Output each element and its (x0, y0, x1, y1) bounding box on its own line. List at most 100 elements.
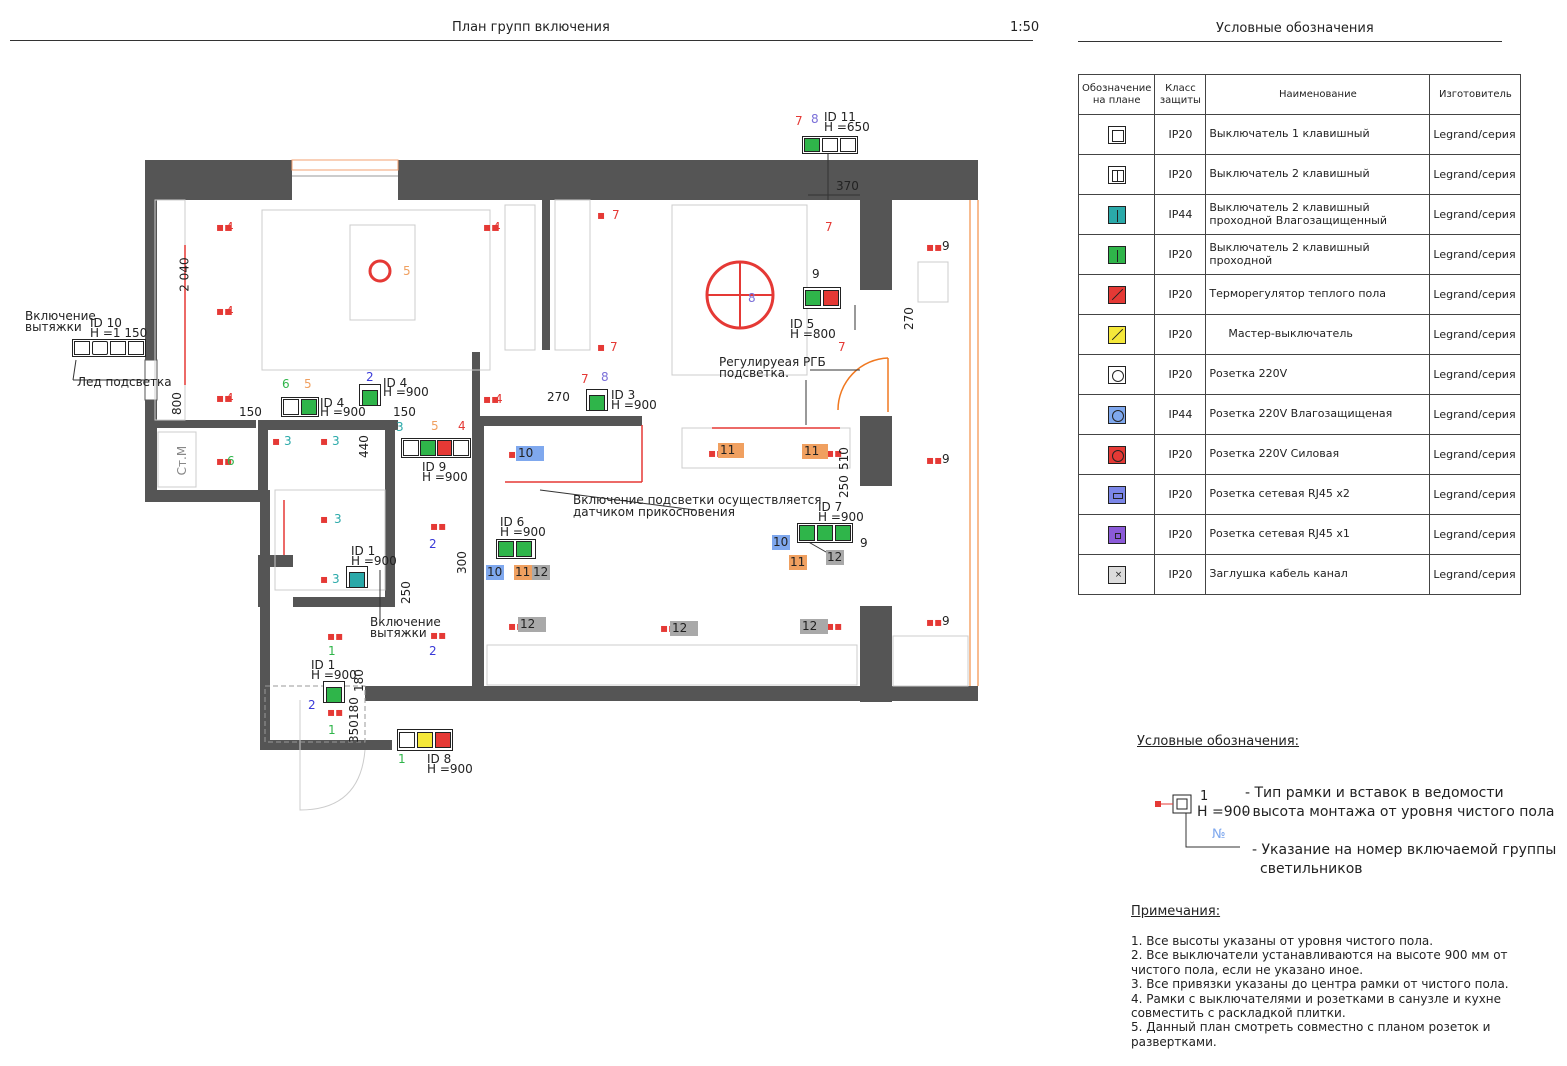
group-label: 7 (612, 208, 620, 222)
switch-1-icon (399, 732, 415, 748)
group-label: 1 (398, 752, 406, 766)
switch-frame-id1b[interactable] (323, 681, 345, 703)
dimension: 370 (836, 179, 859, 193)
thermostat-icon (436, 440, 453, 456)
luminaire-icon: ▪ (320, 572, 329, 586)
luminaire-icon: ▪▪ (216, 391, 233, 405)
luminaire-icon: ▪▪ (216, 220, 233, 234)
switch-frame-id3[interactable] (586, 389, 608, 411)
vent-label: Включение (370, 615, 441, 629)
note-line: 1. Все высоты указаны от уровня чистого … (1131, 934, 1434, 948)
switch-pass-icon (804, 138, 820, 152)
legend-name: Розетка сетевая RJ45 x2 (1205, 474, 1431, 515)
plan-title-rule (10, 40, 1033, 41)
switch-frame-id9[interactable] (401, 438, 471, 458)
key-dot (1155, 801, 1161, 807)
group-tag-11: 11 (802, 444, 828, 460)
switch-id: ID 11 (824, 110, 856, 124)
switch-id: ID 9 (422, 460, 447, 474)
switch-frame-id1a[interactable] (346, 566, 368, 588)
key-line: - Указание на номер включаемой группы (1252, 842, 1557, 858)
group-label: 3 (284, 434, 292, 448)
socket-icon (840, 138, 856, 152)
window-right (969, 200, 979, 686)
switch-height: H =1 150 (90, 326, 148, 340)
dimension: 150 (393, 405, 416, 419)
group-label: 3 (332, 572, 340, 586)
switch-frame-id4a[interactable] (281, 397, 319, 417)
legend-maker: Legrand/серия (1429, 114, 1522, 155)
dimension: 180 (351, 669, 366, 693)
switch-id: ID 7 (818, 500, 843, 514)
legend-ip: IP20 (1154, 514, 1207, 555)
switch-frame-id11[interactable] (802, 136, 858, 154)
group-label: 2 (366, 370, 374, 384)
legend-name: Выключатель 1 клавишный (1205, 114, 1431, 155)
cable-plug-icon: × (1107, 565, 1126, 584)
legend-row: IP20 Мастер-выключатель Legrand/серия (1077, 314, 1522, 355)
group-tag-12: 12 (532, 565, 550, 581)
thermostat-icon (435, 732, 451, 748)
switch-height: H =650 (824, 120, 870, 134)
room-label: Ст.М (175, 445, 190, 476)
note-line: 3. Все привязки указаны до центра рамки … (1131, 977, 1509, 992)
legend-row: IP20 Розетка сетевая RJ45 x2 Legrand/сер… (1077, 474, 1522, 515)
group-label: 7 (838, 340, 846, 354)
group-tag-10: 10 (772, 535, 790, 551)
group-label: 7 (581, 372, 589, 386)
note-line: развертками. (1131, 1034, 1217, 1049)
switch-frame-id8[interactable] (397, 729, 453, 751)
dimension: 510 (836, 447, 851, 471)
switch-1-icon (283, 399, 299, 415)
legend-name: Мастер-выключатель (1205, 314, 1431, 355)
walls (144, 160, 978, 750)
bath-zone (264, 685, 366, 743)
dimension: 440 (356, 435, 371, 459)
switch-frame-id7[interactable] (797, 523, 853, 543)
switch-id: ID 3 (611, 388, 636, 402)
switch-2-icon (326, 686, 342, 703)
group-tag-12: 12 (800, 619, 828, 635)
legend-name: Терморегулятор теплого пола (1205, 274, 1431, 315)
luminaire-icon: ▪▪ (483, 392, 500, 406)
luminaire-icon: ▪▪ (430, 628, 447, 642)
note-line: совместить с раскладкой плитки. (1131, 1005, 1346, 1020)
group-label: 4 (226, 304, 234, 318)
key-line: - Тип рамки и вставок в ведомости (1245, 785, 1504, 801)
group-label: 4 (226, 220, 234, 234)
legend-title: Условные обозначения (1216, 21, 1374, 36)
switch-height: H =900 (611, 398, 657, 412)
legend-ip: IP20 (1154, 554, 1207, 595)
switch-height: H =900 (351, 554, 397, 568)
switch-pass-icon (817, 525, 833, 541)
switch-1-icon (1107, 125, 1126, 144)
switch-frame-id4b[interactable] (359, 384, 381, 406)
legend-ip: IP20 (1154, 314, 1207, 355)
key-line: светильников (1260, 861, 1363, 877)
group-label: 7 (795, 114, 803, 128)
socket-icon (822, 138, 838, 152)
note-line: 4. Рамки с выключателями и розетками в с… (1131, 991, 1502, 1006)
legend-name: Заглушка кабель канал (1205, 554, 1431, 595)
thermostat-icon (1107, 285, 1126, 304)
switch-frame-id6[interactable] (496, 539, 536, 559)
group-label: 9 (942, 239, 950, 253)
group-tag-12: 12 (670, 621, 698, 637)
led-lines (184, 245, 840, 555)
master-switch-icon (417, 732, 433, 748)
switch-frame-id5[interactable] (803, 287, 841, 309)
legend-header: Класс защиты (1154, 74, 1207, 115)
switch-pass-icon (1107, 245, 1126, 264)
dimension: 350 (346, 720, 361, 744)
legend-table: Обозначение на плане Класс защиты Наимен… (1077, 74, 1522, 595)
switch-height: H =900 (311, 668, 357, 682)
legend-row: × IP20 Заглушка кабель канал Legrand/сер… (1077, 554, 1522, 595)
group-tag-10: 10 (516, 446, 544, 462)
switch-height: H =900 (320, 405, 366, 419)
vent-label: вытяжки (370, 626, 427, 640)
switch-frame-id10[interactable] (72, 339, 146, 357)
group-label: 8 (748, 291, 756, 305)
notes-title: Примечания: (1131, 904, 1221, 919)
luminaire-icon: ▪▪ (216, 304, 233, 318)
